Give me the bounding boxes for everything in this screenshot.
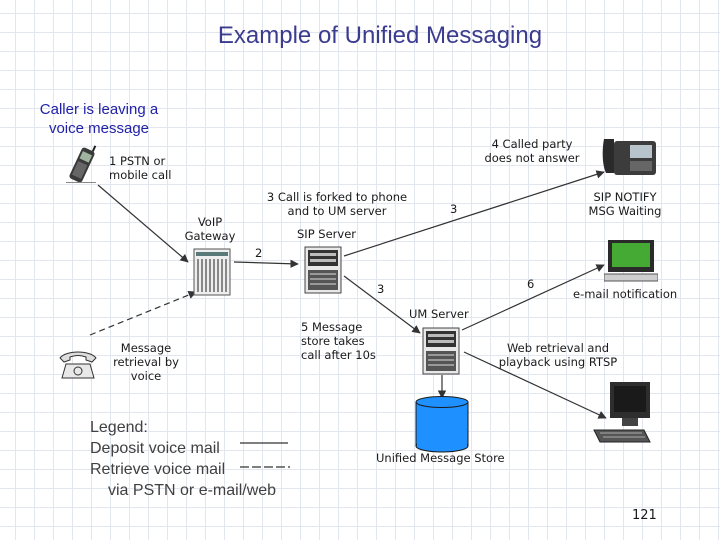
line-um-workstation [463,351,607,419]
ip-phone-icon [600,135,658,181]
label-step5: 5 Message store takes call after 10s [301,320,376,362]
sip-server-icon [304,246,342,298]
voip-gateway-icon [193,248,231,300]
label-step3-right: 3 [450,202,458,216]
label-um-server: UM Server [409,307,469,321]
legend-title: Legend: [90,419,148,436]
label-unified-store: Unified Message Store [376,451,505,465]
page-title: Example of Unified Messaging [217,22,543,49]
page-number: 121 [632,508,657,523]
um-server-icon [422,327,460,379]
caller-label: Caller is leaving a voice message [39,101,159,137]
legend-deposit: Deposit voice mail [90,440,220,457]
database-icon [414,396,470,458]
line-sip-phone [343,170,605,257]
label-voip-gateway: VoIP Gateway [184,215,236,243]
line-voice-retrieval [89,290,197,336]
line-pstn-call [97,184,189,263]
legend-via: via PSTN or e-mail/web [108,482,277,499]
label-sip-notify: SIP NOTIFY MSG Waiting [588,190,662,218]
label-step2: 2 [255,246,263,260]
label-step6: 6 [527,277,535,291]
legend-retrieve: Retrieve voice mail [90,461,226,478]
label-step3-forked: 3 Call is forked to phone and to UM serv… [266,190,408,218]
label-step1: 1 PSTN or mobile call [109,154,172,182]
line-um-pc [461,264,605,331]
label-email-notification: e-mail notification [573,287,678,301]
computer-icon [603,240,659,286]
label-sip-server: SIP Server [297,227,356,241]
label-step3-lower: 3 [377,282,385,296]
label-step4: 4 Called party does not answer [484,137,580,165]
label-web-retrieval: Web retrieval and playback using RTSP [498,341,618,369]
workstation-icon [592,382,658,448]
mobile-phone-icon [66,145,98,189]
telephone-icon [58,350,98,384]
line-gateway-sip [233,259,299,268]
label-message-retrieval: Message retrieval by voice [113,341,179,383]
line-sip-um [343,275,421,334]
